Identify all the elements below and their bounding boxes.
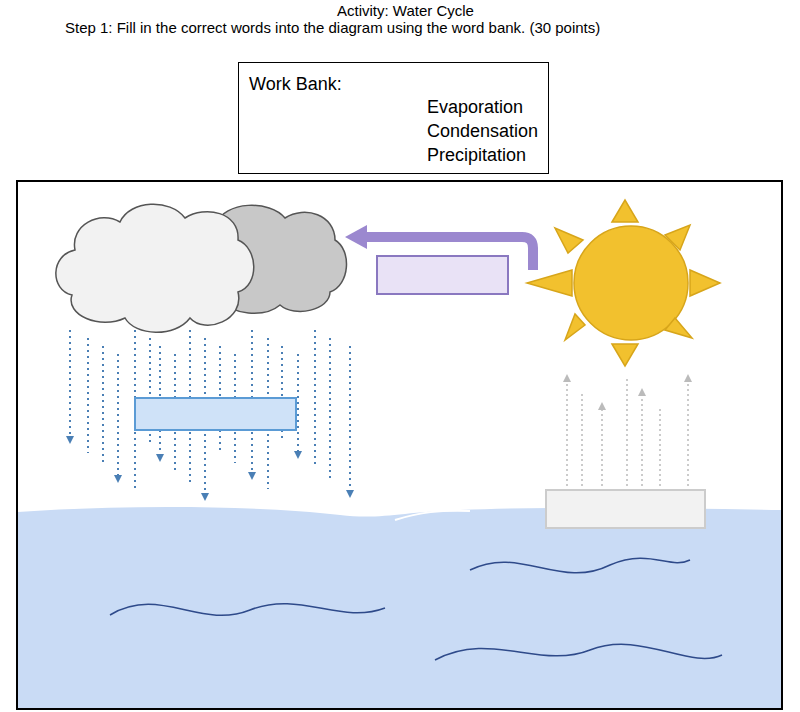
activity-title: Activity: Water Cycle [337,2,474,19]
water-highlight [395,511,470,520]
box-heading: Work Bank: [249,73,342,95]
rain-line [314,330,316,468]
vapor-line [659,406,661,486]
rain-line [349,346,351,494]
vapor-line [566,378,568,486]
answer-box [546,490,705,528]
rain-line [117,354,119,479]
vapor-arrows [567,378,688,486]
rain-line [329,338,331,481]
white-cloud [56,204,254,332]
word-option: Evaporation [427,96,523,118]
wave-lines [110,558,722,660]
rain-line [102,346,104,466]
flow-arrowhead [345,225,367,249]
answer-box [135,398,296,430]
rain-line [69,330,71,440]
word-option: Condensation [427,120,538,142]
instruction-text: Step 1: Fill in the correct words into t… [65,19,600,36]
vapor-line [581,392,583,486]
vapor-line [601,406,603,486]
word-option: Precipitation [427,144,526,166]
rain-line [87,338,89,453]
vapor-line [641,392,643,486]
scene-frame [17,181,782,709]
vapor-line [626,378,628,486]
sun [527,200,720,366]
rain-drops [70,330,350,497]
rain-line [297,354,299,455]
vapor-line [687,378,689,486]
water-body [18,507,781,708]
word-bank-box: Work Bank: EvaporationCondensationPrecipi… [238,62,549,174]
answer-box [377,256,508,294]
